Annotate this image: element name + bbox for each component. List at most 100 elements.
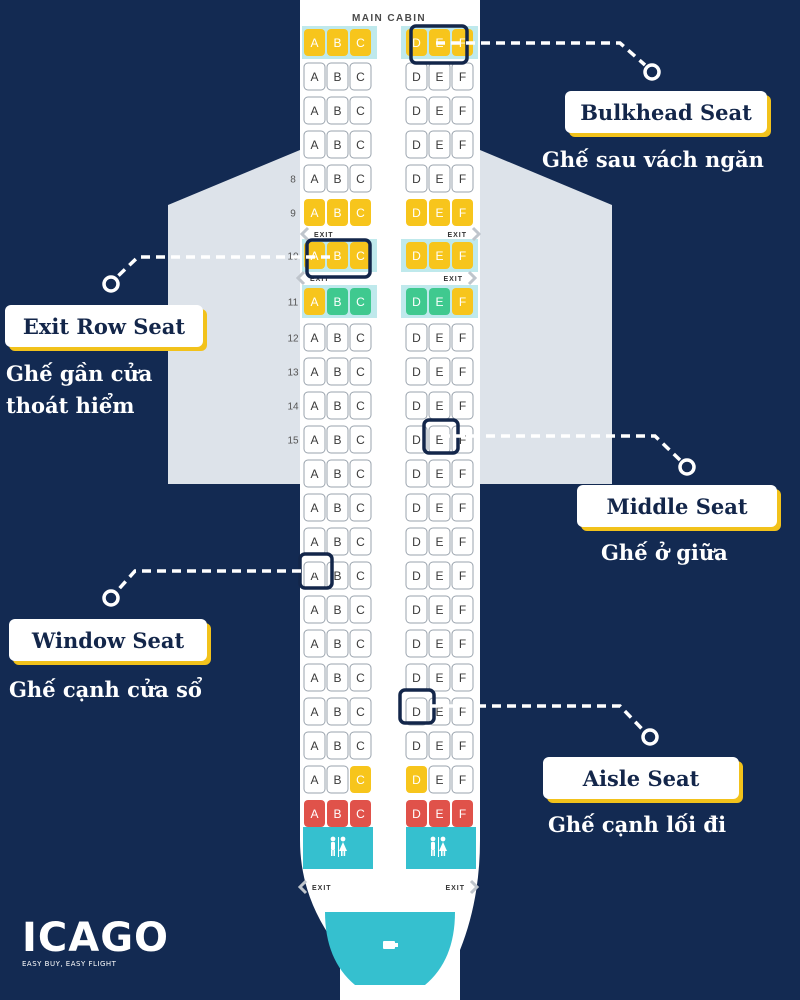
seat[interactable]: E — [429, 800, 450, 827]
seat[interactable]: B — [326, 527, 349, 556]
seat[interactable]: F — [451, 561, 474, 590]
seat[interactable]: D — [406, 242, 427, 269]
seat[interactable]: F — [451, 130, 474, 159]
seat[interactable]: D — [405, 595, 428, 624]
seat[interactable]: A — [304, 288, 325, 315]
seat[interactable]: C — [349, 493, 372, 522]
seat[interactable]: A — [303, 357, 326, 386]
seat[interactable]: C — [350, 800, 371, 827]
seat[interactable]: D — [405, 391, 428, 420]
seat[interactable]: B — [326, 765, 349, 794]
seat[interactable]: E — [428, 493, 451, 522]
seat[interactable]: F — [451, 697, 474, 726]
seat[interactable]: D — [406, 800, 427, 827]
seat[interactable]: F — [451, 357, 474, 386]
seat[interactable]: D — [406, 288, 427, 315]
seat[interactable]: A — [304, 800, 325, 827]
seat[interactable]: D — [405, 697, 428, 726]
seat[interactable]: F — [452, 199, 473, 226]
seat[interactable]: B — [327, 288, 348, 315]
seat[interactable]: D — [405, 357, 428, 386]
seat[interactable]: B — [327, 29, 348, 56]
seat[interactable]: B — [326, 164, 349, 193]
seat[interactable]: F — [451, 629, 474, 658]
seat[interactable]: F — [452, 242, 473, 269]
seat[interactable]: C — [349, 425, 372, 454]
seat[interactable]: D — [405, 561, 428, 590]
seat[interactable]: F — [451, 425, 474, 454]
seat[interactable]: F — [451, 96, 474, 125]
seat[interactable]: C — [349, 561, 372, 590]
seat[interactable]: A — [303, 595, 326, 624]
seat[interactable]: F — [451, 391, 474, 420]
seat[interactable]: B — [326, 391, 349, 420]
seat[interactable]: C — [349, 663, 372, 692]
seat[interactable]: B — [326, 96, 349, 125]
seat[interactable]: A — [304, 199, 325, 226]
seat[interactable]: E — [429, 288, 450, 315]
seat[interactable]: E — [428, 164, 451, 193]
seat[interactable]: E — [428, 765, 451, 794]
seat[interactable]: A — [303, 731, 326, 760]
seat[interactable]: D — [406, 29, 427, 56]
seat[interactable]: E — [428, 561, 451, 590]
seat[interactable]: A — [303, 62, 326, 91]
seat[interactable]: C — [349, 629, 372, 658]
seat[interactable]: C — [349, 459, 372, 488]
seat[interactable]: D — [405, 425, 428, 454]
seat[interactable]: A — [303, 765, 326, 794]
seat[interactable]: D — [405, 663, 428, 692]
seat[interactable]: B — [326, 663, 349, 692]
seat[interactable]: E — [429, 242, 450, 269]
seat[interactable]: C — [349, 62, 372, 91]
seat[interactable]: D — [406, 199, 427, 226]
seat[interactable]: C — [349, 323, 372, 352]
seat[interactable]: B — [326, 323, 349, 352]
seat[interactable]: A — [303, 96, 326, 125]
seat[interactable]: B — [326, 425, 349, 454]
seat[interactable]: F — [451, 459, 474, 488]
seat[interactable]: F — [451, 493, 474, 522]
seat[interactable]: D — [405, 629, 428, 658]
seat[interactable]: D — [406, 766, 427, 793]
seat[interactable]: C — [349, 96, 372, 125]
seat[interactable]: E — [428, 96, 451, 125]
seat[interactable]: B — [326, 697, 349, 726]
seat[interactable]: E — [428, 130, 451, 159]
seat[interactable]: D — [405, 527, 428, 556]
seat[interactable]: B — [326, 595, 349, 624]
seat[interactable]: F — [451, 323, 474, 352]
seat[interactable]: E — [428, 629, 451, 658]
seat[interactable]: B — [326, 130, 349, 159]
seat[interactable]: D — [405, 323, 428, 352]
seat[interactable]: E — [428, 459, 451, 488]
seat[interactable]: F — [451, 595, 474, 624]
seat[interactable]: D — [405, 96, 428, 125]
seat[interactable]: A — [303, 663, 326, 692]
seat[interactable]: A — [303, 527, 326, 556]
seat[interactable]: A — [303, 130, 326, 159]
seat[interactable]: B — [326, 493, 349, 522]
seat[interactable]: A — [303, 425, 326, 454]
seat[interactable]: C — [349, 130, 372, 159]
seat[interactable]: C — [350, 199, 371, 226]
seat[interactable]: B — [327, 199, 348, 226]
seat[interactable]: B — [326, 629, 349, 658]
seat[interactable]: E — [428, 663, 451, 692]
seat[interactable]: F — [451, 164, 474, 193]
seat[interactable]: F — [451, 527, 474, 556]
seat[interactable]: F — [451, 731, 474, 760]
seat[interactable]: E — [428, 595, 451, 624]
seat[interactable]: C — [349, 697, 372, 726]
seat[interactable]: E — [428, 425, 451, 454]
seat[interactable]: F — [452, 800, 473, 827]
seat[interactable]: B — [326, 357, 349, 386]
seat[interactable]: E — [428, 731, 451, 760]
seat[interactable]: A — [303, 459, 326, 488]
seat[interactable]: F — [452, 288, 473, 315]
seat[interactable]: D — [405, 731, 428, 760]
seat[interactable]: E — [428, 323, 451, 352]
seat[interactable]: B — [327, 242, 348, 269]
seat[interactable]: A — [304, 29, 325, 56]
seat[interactable]: D — [405, 130, 428, 159]
